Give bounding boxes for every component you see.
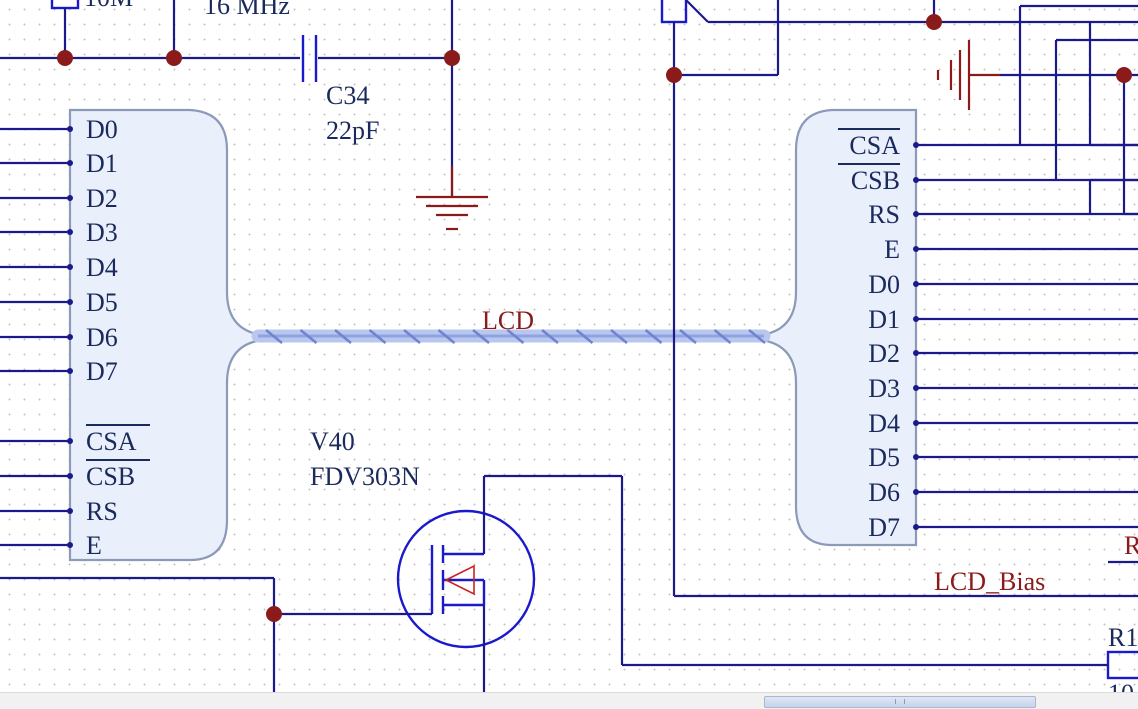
pin-label: RS xyxy=(868,200,900,229)
left-pin-csa-8[interactable]: CSA xyxy=(0,424,150,456)
left-pin-d4-4[interactable]: D4 xyxy=(0,253,118,282)
right-pin-d6-10[interactable]: D6 xyxy=(868,478,1138,507)
pin-label: D4 xyxy=(868,409,900,438)
pin-label: D5 xyxy=(86,288,118,317)
pin-label: CSA xyxy=(849,131,900,160)
junction xyxy=(266,606,282,622)
left-pin-d1-1[interactable]: D1 xyxy=(0,149,118,178)
pin-label: D4 xyxy=(86,253,118,282)
resistor-value-label: 10M xyxy=(84,0,133,12)
ground-symbol xyxy=(416,166,488,231)
left-pin-d2-2[interactable]: D2 xyxy=(0,184,118,213)
pin-label: D6 xyxy=(868,478,900,507)
pin-label: D3 xyxy=(86,218,118,247)
partial-resistor-r1[interactable] xyxy=(1106,650,1138,680)
scrollbar-thumb[interactable] xyxy=(764,696,1036,708)
horizontal-scrollbar[interactable] xyxy=(0,692,1138,709)
pin-label: CSB xyxy=(86,462,135,491)
right-pin-d0-4[interactable]: D0 xyxy=(868,270,1138,299)
pin-label: CSA xyxy=(86,427,137,456)
left-pin-d6-6[interactable]: D6 xyxy=(0,323,118,352)
partial-resistor-10m[interactable] xyxy=(50,0,80,10)
pin-label: D7 xyxy=(86,357,118,386)
pin-label: D0 xyxy=(86,115,118,144)
right-pin-d3-7[interactable]: D3 xyxy=(868,374,1138,403)
pin-label: D6 xyxy=(86,323,118,352)
top-right-wiring xyxy=(660,0,1138,596)
partial-component-top[interactable] xyxy=(660,0,688,24)
left-pin-e-11[interactable]: E xyxy=(0,531,102,560)
pin-label: D3 xyxy=(868,374,900,403)
right-pin-d1-5[interactable]: D1 xyxy=(868,305,1138,334)
pin-label: E xyxy=(884,235,900,264)
junction xyxy=(57,50,73,66)
pin-label: D5 xyxy=(868,443,900,472)
bus-label: LCD xyxy=(482,306,534,335)
crystal-frequency-label: 16 MHz xyxy=(204,0,290,20)
right-pin-d5-9[interactable]: D5 xyxy=(868,443,1138,472)
crystal-area: 10M 16 MHz C34 22pF xyxy=(0,0,488,231)
ground-symbol-rotated xyxy=(936,40,1000,110)
pin-label: RS xyxy=(86,497,118,526)
right-pin-d2-6[interactable]: D2 xyxy=(868,339,1138,368)
schematic-canvas[interactable]: 10M 16 MHz C34 22pF D0D1D2D3D4D5D6D7CSAC… xyxy=(0,0,1138,692)
capacitor-designator: C34 xyxy=(326,81,369,110)
pin-label: D1 xyxy=(86,149,118,178)
pin-label: E xyxy=(86,531,102,560)
right-pin-d4-8[interactable]: D4 xyxy=(868,409,1138,438)
left-pin-d5-5[interactable]: D5 xyxy=(0,288,118,317)
right-pin-rs-2[interactable]: RS xyxy=(868,200,1138,229)
pin-label: D2 xyxy=(868,339,900,368)
right-pin-d7-11[interactable]: D7 xyxy=(868,513,1138,542)
pin-label: D2 xyxy=(86,184,118,213)
left-pin-rs-10[interactable]: RS xyxy=(0,497,118,526)
left-pin-d3-3[interactable]: D3 xyxy=(0,218,118,247)
scrollbar-grip-icon xyxy=(895,699,905,704)
pin-label: D0 xyxy=(868,270,900,299)
pin-label: D1 xyxy=(868,305,900,334)
pin-label: CSB xyxy=(851,166,900,195)
transistor-part-number: FDV303N xyxy=(310,462,420,491)
transistor-designator: V40 xyxy=(310,427,355,456)
pin-label: D7 xyxy=(868,513,900,542)
junction xyxy=(166,50,182,66)
bus-slashes xyxy=(265,329,766,344)
transistor-v40[interactable]: V40 FDV303N xyxy=(0,427,1108,692)
lcd-bias-net: LCD_Bias R R1 10 xyxy=(674,531,1138,692)
capacitor-c34[interactable] xyxy=(301,35,318,82)
lcd-bus[interactable]: LCD xyxy=(251,306,771,344)
junction xyxy=(666,67,682,83)
partial-r1-label: R1 xyxy=(1108,623,1138,652)
left-pin-d7-7[interactable]: D7 xyxy=(0,357,118,386)
lcd-bias-label: LCD_Bias xyxy=(934,567,1045,596)
partial-r1-value: 10 xyxy=(1108,679,1134,692)
junction xyxy=(1116,67,1132,83)
partial-r-label: R xyxy=(1124,531,1138,560)
left-pin-csb-9[interactable]: CSB xyxy=(0,459,150,491)
capacitor-value: 22pF xyxy=(326,116,379,145)
junction xyxy=(926,14,942,30)
junction xyxy=(444,50,460,66)
right-pin-e-3[interactable]: E xyxy=(884,235,1138,264)
left-pin-d0-0[interactable]: D0 xyxy=(0,115,118,144)
